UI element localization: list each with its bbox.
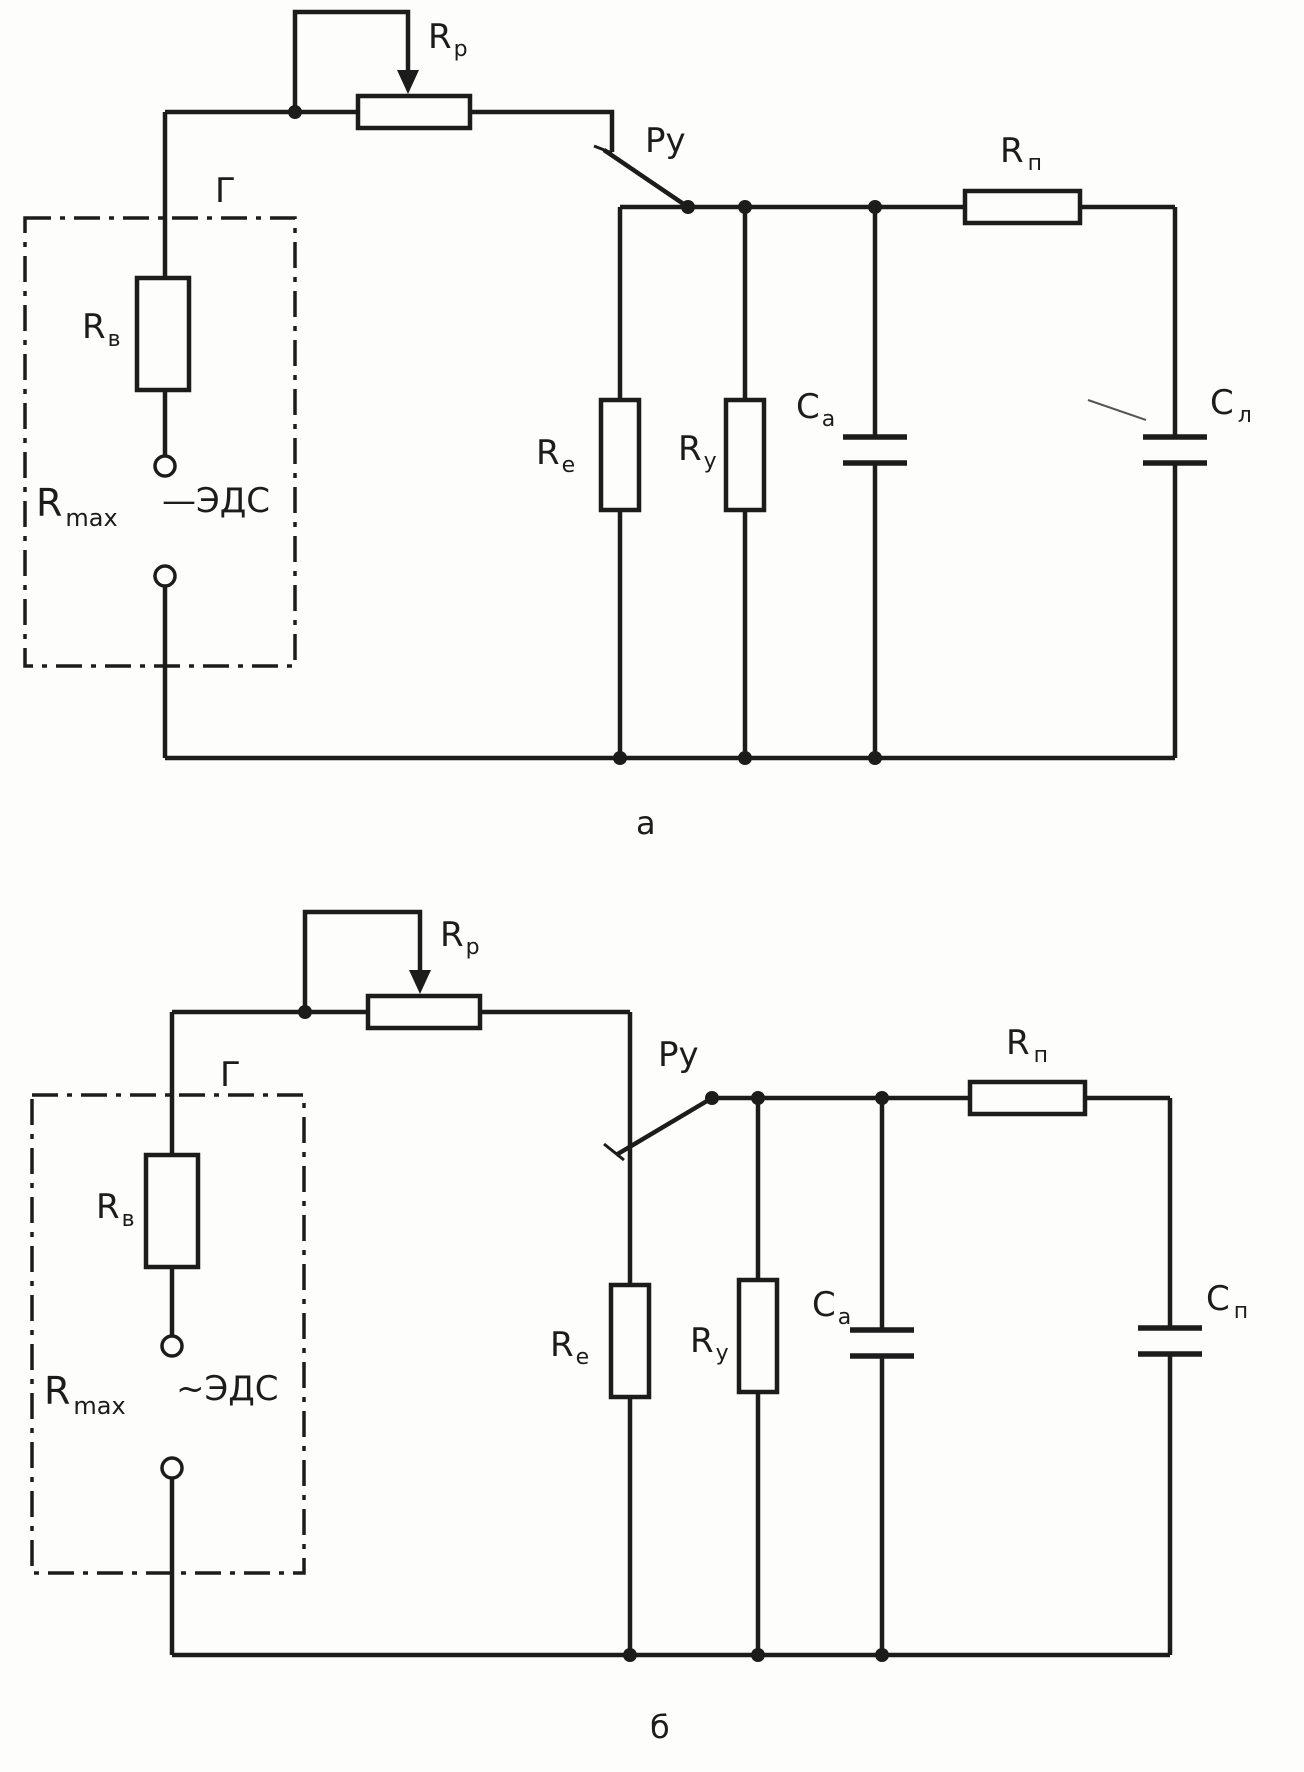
label-rp-a: Rр <box>428 17 468 62</box>
junction-dot-a <box>738 751 752 765</box>
switch-tip-tick-a <box>593 144 613 155</box>
label-generator-a: Г <box>215 171 236 211</box>
caption-b: б <box>650 1708 670 1746</box>
resistor-re-a <box>598 397 642 513</box>
junction-dot-b <box>875 1648 889 1662</box>
junction-dot-a <box>681 200 695 214</box>
terminal-bottom-a <box>153 564 177 588</box>
capacitor-cn-b <box>1138 1325 1202 1357</box>
junction-dot-b <box>623 1648 637 1662</box>
capacitor-ca-b <box>850 1327 914 1359</box>
junction-dot-a <box>613 751 627 765</box>
label-re-b: Rе <box>550 1325 589 1370</box>
switch-ru-a <box>593 144 690 209</box>
junction-dot-b <box>705 1091 719 1105</box>
junction-dot-b <box>751 1091 765 1105</box>
label-rv-b: Rв <box>96 1187 135 1232</box>
label-eds-a: —ЭДС <box>162 481 270 521</box>
resistor-rv-b <box>143 1152 201 1270</box>
junction-dot-a <box>868 200 882 214</box>
capacitor-cn-a <box>1143 434 1207 466</box>
junction-dot-a <box>738 200 752 214</box>
terminal-top-b <box>160 1334 184 1358</box>
switch-blade-b <box>614 1096 714 1157</box>
resistor-ry-b <box>736 1277 780 1395</box>
generator-boundary-box-a <box>23 216 297 668</box>
junction-dot-b <box>751 1648 765 1662</box>
junction-dot-b <box>298 1005 312 1019</box>
label-switch-ru-a: Ру <box>645 121 686 161</box>
terminal-bottom-b <box>160 1456 184 1480</box>
switch-ru-b <box>603 1096 714 1162</box>
label-rv-a: Rв <box>82 307 121 352</box>
label-generator-b: Г <box>220 1055 241 1095</box>
wires-circuit-b <box>169 909 1173 1658</box>
wire-pot-bypass-loop-a <box>292 9 411 112</box>
junction-dot-b <box>875 1091 889 1105</box>
capacitor-ca-a <box>843 434 907 466</box>
potentiometer-rp-a <box>355 93 473 131</box>
resistor-re-b <box>608 1282 652 1400</box>
label-ry-b: Rу <box>690 1321 729 1366</box>
resistor-rn-a <box>962 188 1083 226</box>
wire-top-right-a <box>470 109 615 152</box>
potentiometer-arrow-icon-b <box>409 970 431 994</box>
resistor-ry-a <box>723 397 767 513</box>
junction-dot-a <box>868 751 882 765</box>
resistor-rn-b <box>967 1079 1088 1117</box>
label-eds-b: ~ЭДС <box>176 1369 279 1409</box>
label-ca-b: Са <box>812 1285 851 1330</box>
label-ry-a: Rу <box>678 429 717 474</box>
switch-tip-tick-b <box>603 1142 625 1162</box>
junction-dot-a <box>288 105 302 119</box>
label-switch-ru-b: Ру <box>658 1035 699 1075</box>
switch-blade-a <box>602 148 690 209</box>
potentiometer-rp-b <box>365 993 483 1031</box>
resistor-rv-a <box>134 275 192 393</box>
label-re-a: Rе <box>536 433 575 478</box>
label-rp-b: Rр <box>440 915 480 960</box>
wires-circuit-a <box>162 9 1178 761</box>
potentiometer-arrow-icon-a <box>397 70 419 94</box>
caption-a: а <box>636 804 656 842</box>
junction-dots-a <box>288 105 882 765</box>
label-ca-a: Са <box>796 387 835 432</box>
generator-boundary-box-b <box>30 1093 306 1575</box>
wire-pot-bypass-loop-b <box>302 909 423 1012</box>
annotation-line-cn-a <box>1087 399 1147 421</box>
terminal-top-a <box>153 454 177 478</box>
junction-dots-b <box>298 1005 889 1662</box>
